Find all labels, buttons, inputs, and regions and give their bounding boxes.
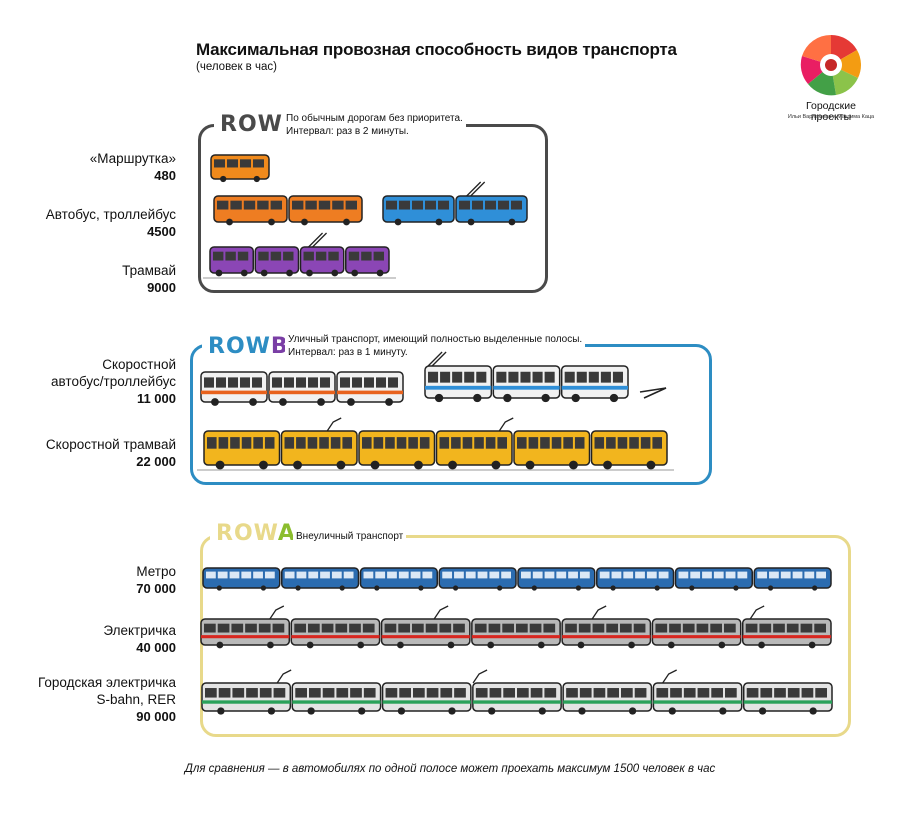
row-a-note: Внеуличный транспорт [293, 530, 407, 543]
label-minibus-name: «Маршрутка» [89, 151, 176, 166]
label-metro: Метро 70 000 [0, 563, 176, 597]
tram-drawing [203, 232, 396, 279]
row-c-note: По обычным дорогам без приоритета. Интер… [283, 112, 466, 138]
label-lrt: Скоростной трамвай 22 000 [0, 436, 176, 470]
row-b-tag-letter: B [270, 334, 289, 359]
label-train: Электричка 40 000 [0, 622, 176, 656]
row-b-tag-prefix: ROW [208, 334, 271, 359]
label-train-value: 40 000 [136, 640, 176, 655]
label-brt-name-line2: автобус/троллейбус [51, 374, 176, 389]
logo-icon [800, 34, 861, 96]
row-b-note: Уличный транспорт, имеющий полностью выд… [285, 333, 586, 359]
label-sbahn-name-line1: Городская электричка [37, 675, 176, 690]
label-minibus: «Маршрутка» 480 [0, 150, 176, 184]
footnote: Для сравнения — в автомобилях по одной п… [184, 763, 716, 775]
label-sbahn-value: 90 000 [136, 709, 176, 724]
brt-trolleybus-drawing [424, 351, 629, 403]
row-b-note-line1: Уличный транспорт, имеющий полностью выд… [288, 334, 583, 345]
logo-name: Городские проекты [806, 100, 856, 123]
label-lrt-name: Скоростной трамвай [45, 437, 176, 452]
label-brt-name-line1: Скоростной [102, 357, 176, 372]
trolleybus-drawing [382, 181, 528, 226]
label-train-name: Электричка [103, 623, 176, 638]
sbahn-drawing [201, 669, 833, 715]
label-tram-value: 9000 [147, 280, 176, 295]
row-c-note-line1: По обычным дорогам без приоритета. [286, 113, 463, 124]
row-b-tag: ROWB [202, 335, 295, 359]
train-drawing [200, 605, 832, 649]
row-c-note-line2: Интервал: раз в 2 минуты. [286, 126, 409, 137]
label-sbahn-name-line2: S-bahn, RER [96, 692, 176, 707]
label-minibus-value: 480 [154, 168, 176, 183]
label-metro-name: Метро [136, 564, 176, 579]
lrt-drawing [197, 417, 674, 471]
label-bus-name: Автобус, троллейбус [45, 207, 176, 222]
row-b-note-line2: Интервал: раз в 1 минуту. [288, 347, 408, 358]
metro-drawing [202, 567, 832, 591]
minibus-drawing [210, 154, 270, 183]
row-c-tag-prefix: ROW [220, 112, 283, 137]
logo-subtitle: Ильи Варламова и Максима Каца [787, 114, 875, 120]
label-bus-value: 4500 [147, 224, 176, 239]
row-a-tag-prefix: ROW [216, 521, 278, 546]
label-brt: Скоростной автобус/троллейбус 11 000 [0, 356, 176, 407]
label-tram-name: Трамвай [122, 263, 176, 278]
label-brt-value: 11 000 [136, 391, 176, 406]
motion-arrow-icon [639, 387, 667, 399]
label-metro-value: 70 000 [136, 581, 176, 596]
label-lrt-value: 22 000 [136, 454, 176, 469]
row-a-tag: ROWA [210, 522, 302, 546]
bus-drawing [213, 195, 363, 226]
label-bus: Автобус, троллейбус 4500 [0, 206, 176, 240]
page-title: Максимальная провозная способность видов… [196, 40, 677, 59]
label-sbahn: Городская электричка S-bahn, RER 90 000 [0, 674, 176, 725]
label-tram: Трамвай 9000 [0, 262, 176, 296]
row-a-tag-letter: A [277, 521, 296, 546]
brt-bus-drawing [200, 371, 404, 406]
page-subtitle: (человек в час) [196, 61, 277, 73]
